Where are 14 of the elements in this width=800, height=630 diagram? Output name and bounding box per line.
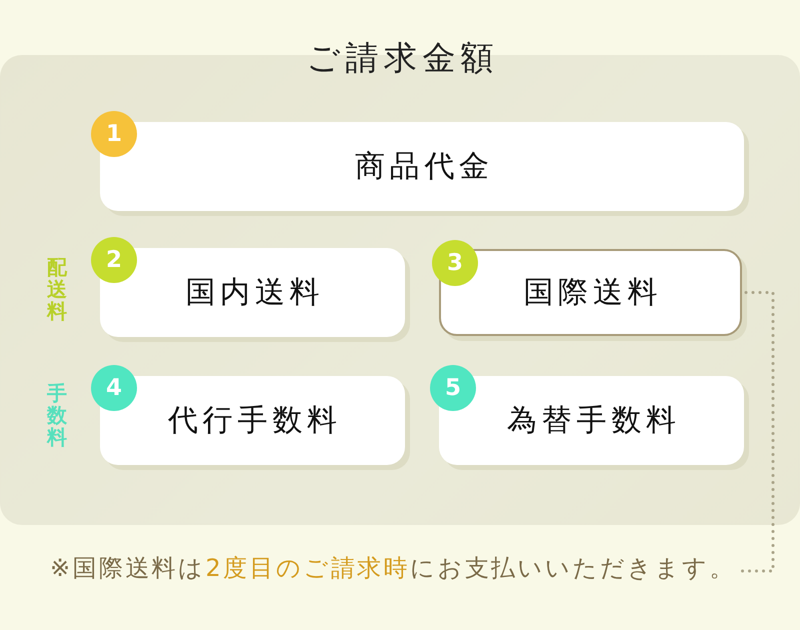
step-number-badge: 1 <box>91 111 137 157</box>
step-number-badge: 5 <box>430 365 476 411</box>
item-label: 代行手数料 <box>168 402 342 440</box>
group-caption: 配送料 <box>47 256 67 322</box>
panel-heading: ご請求金額 <box>305 38 499 78</box>
item-label: 国内送料 <box>185 274 324 312</box>
group-caption: 手数料 <box>47 382 67 448</box>
dotted-leader-line <box>738 291 774 572</box>
item-label: 商品代金 <box>354 148 494 186</box>
item-label: 国際送料 <box>523 274 662 312</box>
item-label: 為替手数料 <box>506 402 681 440</box>
step-number-badge: 2 <box>91 237 137 283</box>
step-number-badge: 3 <box>432 240 478 286</box>
step-number-badge: 4 <box>91 365 137 411</box>
